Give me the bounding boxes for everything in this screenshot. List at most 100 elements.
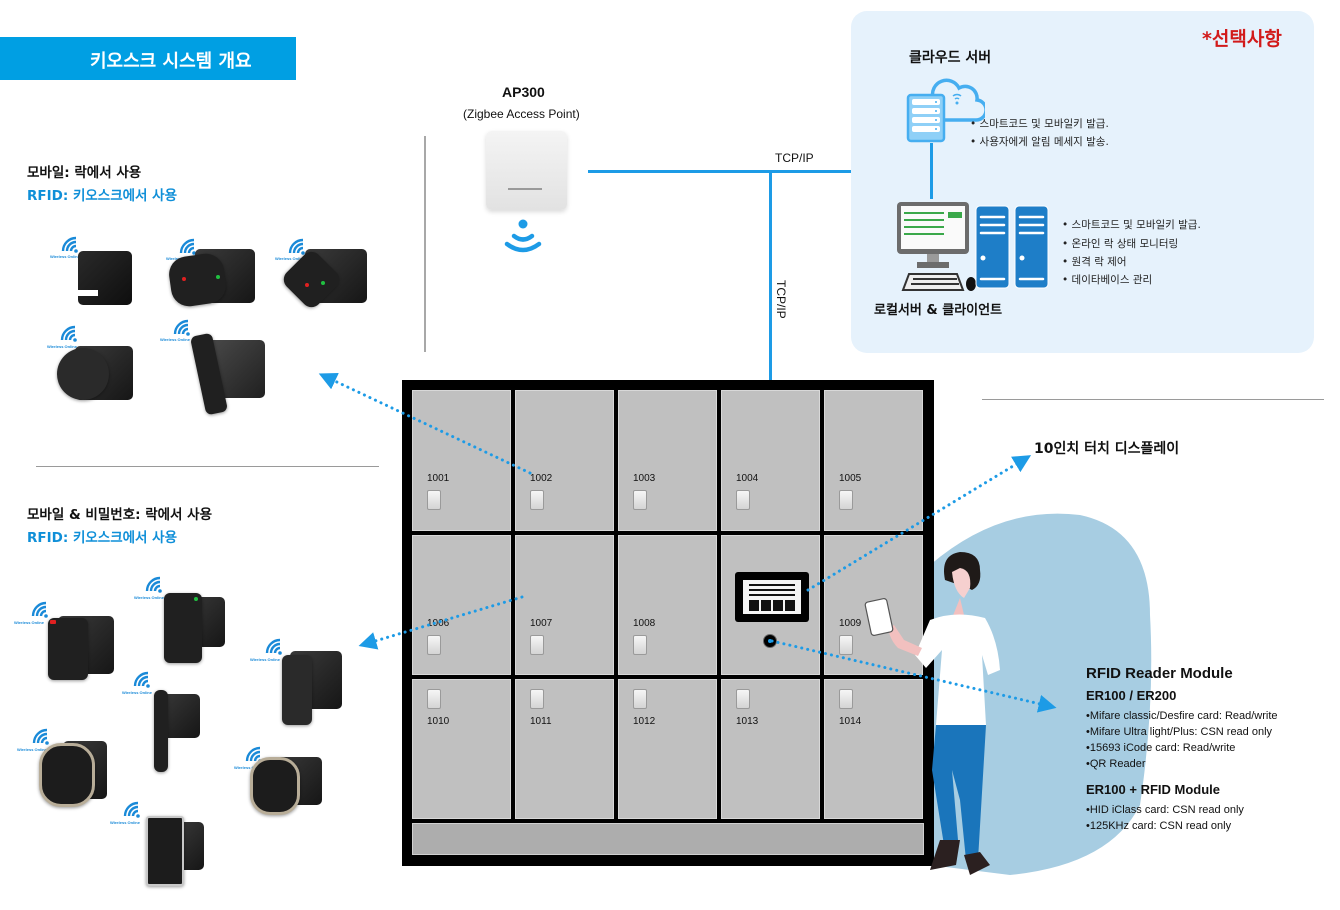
- locker-door-1007[interactable]: 1007: [515, 535, 614, 675]
- rfid-group2-item: •125KHz card: CSN read only: [1086, 820, 1232, 832]
- locker-door-number: 1002: [530, 473, 553, 484]
- locker-door-number: 1006: [427, 618, 450, 629]
- locker-door-number: 1009: [839, 618, 862, 629]
- wifi-icon: [123, 801, 140, 818]
- locker-door-1003[interactable]: 1003: [618, 390, 717, 531]
- tcp-ip-label-vertical: TCP/IP: [774, 280, 788, 319]
- locker-door-1010[interactable]: 1010: [412, 679, 511, 819]
- rfid-group1-item: •15693 iCode card: Read/write: [1086, 742, 1236, 754]
- locker-door-1005[interactable]: 1005: [824, 390, 923, 531]
- locker-door-number: 1011: [530, 716, 552, 727]
- person-illustration: [864, 552, 1000, 875]
- ap-status-led: [508, 188, 542, 190]
- ap-title: AP300: [502, 84, 545, 100]
- locker-door-number: 1012: [633, 716, 656, 727]
- right-divider: [982, 399, 1324, 400]
- locker-door-number: 1005: [839, 473, 862, 484]
- keypad-lock-5: Wireless Online: [15, 727, 115, 812]
- access-point-device: [486, 131, 567, 210]
- locker-door-number: 1008: [633, 618, 656, 629]
- local-bullet: • 원격 락 제어: [1062, 256, 1127, 268]
- local-bullet: • 스마트코드 및 모바일키 발급.: [1062, 219, 1201, 231]
- wireless-signal-icon: [504, 219, 542, 253]
- locker-door-handle[interactable]: [839, 635, 853, 655]
- locker-door-handle[interactable]: [530, 635, 544, 655]
- locker-door-handle[interactable]: [839, 689, 853, 709]
- wifi-label: Wireless Online: [134, 595, 164, 600]
- wifi-label: Wireless Online: [50, 254, 80, 259]
- local-server-title: 로컬서버 & 클라이언트: [874, 303, 1003, 318]
- wifi-label: Wireless Online: [14, 620, 44, 625]
- lock-product-5: Wireless Online: [160, 318, 270, 418]
- locker-base: [412, 823, 924, 855]
- vertical-divider: [424, 136, 426, 352]
- locker-door-handle[interactable]: [427, 490, 441, 510]
- rfid-group2-title: ER100 + RFID Module: [1086, 782, 1220, 797]
- locker-door-handle[interactable]: [427, 689, 441, 709]
- lock-product-1: Wireless Online: [50, 235, 140, 305]
- locker-door-number: 1014: [839, 716, 862, 727]
- locker-door-handle[interactable]: [839, 490, 853, 510]
- cloud-server-icon: [906, 78, 985, 143]
- wifi-icon: [133, 671, 150, 688]
- kiosk-screen-content: [743, 580, 801, 614]
- locker-door-handle[interactable]: [530, 490, 544, 510]
- ap-subtitle: (Zigbee Access Point): [463, 107, 580, 121]
- cloud-to-local-wire: [930, 143, 933, 199]
- locker-door-1012[interactable]: 1012: [618, 679, 717, 819]
- wifi-icon: [173, 319, 190, 336]
- locker-door-1001[interactable]: 1001: [412, 390, 511, 531]
- locker-door-handle[interactable]: [736, 490, 750, 510]
- rfid-group2-item: •HID iClass card: CSN read only: [1086, 804, 1244, 816]
- locker-door-1004[interactable]: 1004: [721, 390, 820, 531]
- server-tower-icon: [975, 205, 1049, 289]
- locker-door-number: 1013: [736, 716, 759, 727]
- locker-door-1013[interactable]: 1013: [721, 679, 820, 819]
- locker-door-1006[interactable]: 1006: [412, 535, 511, 675]
- wifi-icon: [265, 638, 282, 655]
- locker-door-1002[interactable]: 1002: [515, 390, 614, 531]
- wifi-icon: [60, 325, 77, 342]
- locker-door-handle[interactable]: [427, 635, 441, 655]
- rfid-group1-item: •Mifare Ultra light/Plus: CSN read only: [1086, 726, 1273, 738]
- wifi-label: Wireless Online: [234, 765, 264, 770]
- wifi-label: Wireless Online: [110, 820, 140, 825]
- locker-door-number: 1004: [736, 473, 759, 484]
- rfid-group1-item: •Mifare classic/Desfire card: Read/write: [1086, 710, 1278, 722]
- wifi-icon: [145, 576, 162, 593]
- keypad-lock-6: Wireless Online: [232, 745, 327, 830]
- tcp-ip-label-horizontal: TCP/IP: [775, 151, 814, 165]
- cloud-server-title: 클라우드 서버: [909, 50, 992, 66]
- wifi-label: Wireless Online: [275, 256, 305, 261]
- optional-server-panel: [851, 11, 1314, 353]
- locker-door-1008[interactable]: 1008: [618, 535, 717, 675]
- section2-subtitle: RFID: 키오스크에서 사용: [27, 530, 178, 546]
- lock-product-4: Wireless Online: [45, 320, 145, 400]
- locker-door-number: 1010: [427, 716, 450, 727]
- section1-title: 모바일: 락에서 사용: [27, 165, 142, 181]
- rfid-reader-led: [768, 639, 772, 643]
- keypad-lock-3: Wireless Online: [250, 637, 350, 727]
- lock-product-2: Wireless Online: [160, 237, 260, 312]
- page-title: 키오스크 시스템 개요: [90, 51, 252, 72]
- locker-door-handle[interactable]: [633, 635, 647, 655]
- keypad-lock-2: Wireless Online: [130, 575, 230, 665]
- locker-door-handle[interactable]: [736, 689, 750, 709]
- local-bullet: • 온라인 락 상태 모니터링: [1062, 238, 1179, 250]
- locker-door-1011[interactable]: 1011: [515, 679, 614, 819]
- wifi-label: Wireless Online: [250, 657, 280, 662]
- wifi-icon: [31, 601, 48, 618]
- locker-door-handle[interactable]: [633, 490, 647, 510]
- section1-subtitle: RFID: 키오스크에서 사용: [27, 188, 178, 204]
- cloud-bullet: • 사용자에게 알림 메세지 발송.: [970, 136, 1109, 148]
- lock-product-3: Wireless Online: [275, 237, 375, 312]
- rfid-group1-item: •QR Reader: [1086, 758, 1146, 770]
- section-divider: [36, 466, 379, 467]
- wifi-label: Wireless Online: [17, 747, 47, 752]
- locker-door-handle[interactable]: [530, 689, 544, 709]
- wifi-icon: [61, 236, 78, 253]
- locker-door-handle[interactable]: [633, 689, 647, 709]
- rfid-group1-title: ER100 / ER200: [1086, 688, 1177, 703]
- keypad-lock-7: Wireless Online: [108, 800, 208, 890]
- locker-door-number: 1003: [633, 473, 656, 484]
